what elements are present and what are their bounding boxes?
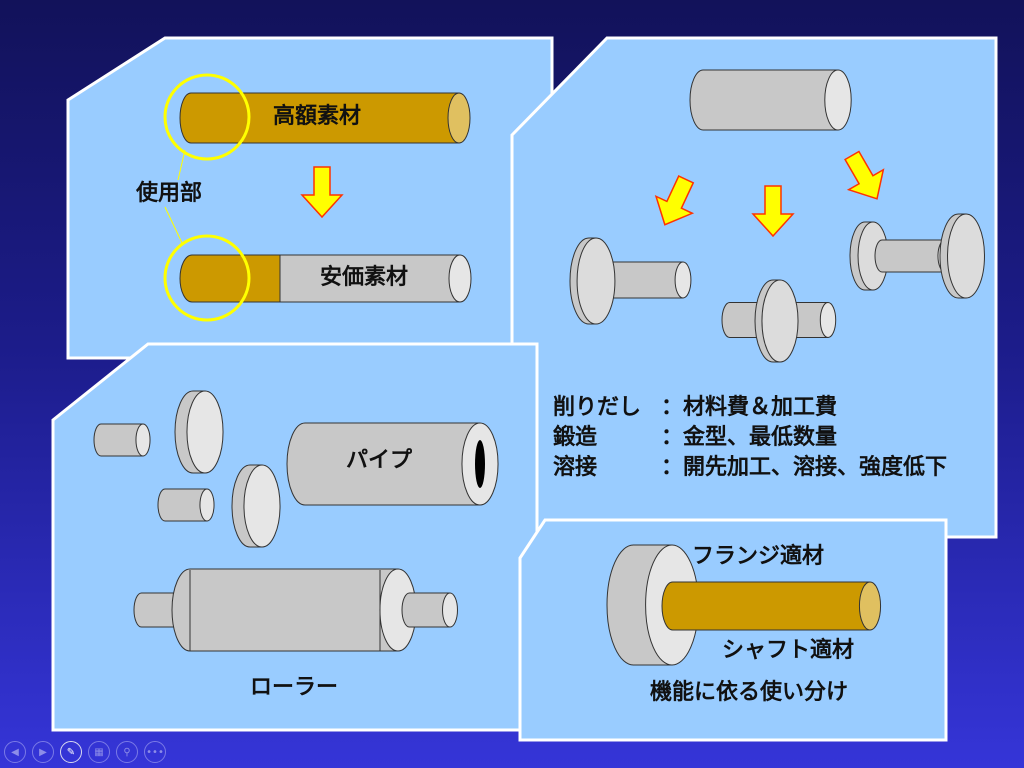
expensive-material-label: 高額素材: [273, 104, 362, 129]
arrow-icon: [844, 150, 885, 200]
cheap-material-used-part: [179, 254, 281, 303]
disk-end: [243, 464, 281, 548]
flange-end: [576, 237, 616, 325]
roller-body: [171, 568, 399, 652]
raw-material-cylinder-end: [824, 69, 852, 131]
cheap-material-end: [448, 254, 472, 303]
method-name: 鍛造: [553, 425, 598, 450]
shaft-end: [819, 302, 837, 338]
expensive-material-cylinder-end: [447, 92, 471, 144]
panel-shapes: [51, 342, 539, 732]
used-part-highlight-circle: [163, 73, 251, 161]
down-arrow-icon: [751, 185, 795, 238]
method-detail: ：開先加工、溶接、強度低下: [661, 455, 948, 480]
pen-icon[interactable]: ✎: [60, 741, 82, 763]
down-arrow-icon: [300, 166, 344, 219]
shaft-material-label: シャフト適材: [722, 638, 855, 663]
expensive-material-cylinder: [179, 92, 460, 144]
method-name: 削りだし: [553, 395, 642, 420]
small-cylinder-end: [199, 488, 215, 522]
previous-icon[interactable]: ◀: [4, 741, 26, 763]
flange-end: [761, 279, 799, 363]
pointer-line: [164, 206, 184, 246]
slides-icon[interactable]: ▦: [88, 741, 110, 763]
arrow-icon: [654, 175, 695, 226]
zoom-icon[interactable]: ⚲: [116, 741, 138, 763]
flange-end: [947, 213, 985, 299]
function-caption: 機能に依る使い分け: [650, 680, 849, 705]
method-row: 溶接 ：開先加工、溶接、強度低下: [553, 453, 947, 483]
method-row: 鍛造 ：金型、最低数量: [553, 423, 947, 453]
small-cylinder-end: [135, 423, 151, 457]
method-list: 削りだし ：材料費＆加工費 鍛造 ：金型、最低数量 溶接 ：開先加工、溶接、強度低下: [553, 393, 947, 483]
pipe: [286, 422, 481, 506]
roller-shaft-left: [133, 592, 181, 628]
pipe-label: パイプ: [346, 448, 413, 473]
next-icon[interactable]: ▶: [32, 741, 54, 763]
slideshow-controls: ◀ ▶ ✎ ▦ ⚲ •••: [4, 741, 166, 763]
shaft-part: [661, 581, 871, 631]
used-part-label: 使用部: [136, 181, 203, 206]
method-detail: ：金型、最低数量: [661, 425, 838, 450]
method-row: 削りだし ：材料費＆加工費: [553, 393, 947, 423]
raw-material-cylinder: [689, 69, 839, 131]
small-cylinder: [93, 423, 144, 457]
pipe-hole: [475, 440, 485, 488]
flange-material-label: フランジ適材: [692, 544, 825, 569]
method-detail: ：材料費＆加工費: [661, 395, 838, 420]
small-cylinder: [157, 488, 208, 522]
roller-shaft-right-end: [442, 592, 458, 628]
disk-end: [186, 390, 224, 474]
method-name: 溶接: [553, 455, 598, 480]
shaft: [874, 239, 946, 273]
pointer-line: [177, 149, 186, 181]
roller-shaft-right: [401, 592, 451, 628]
roller-label: ローラー: [250, 675, 339, 700]
cheap-material-label: 安価素材: [320, 265, 409, 290]
shaft-end: [674, 261, 692, 299]
shaft-part-end: [858, 581, 882, 631]
more-icon[interactable]: •••: [144, 741, 166, 763]
used-part-highlight-circle: [163, 234, 251, 322]
